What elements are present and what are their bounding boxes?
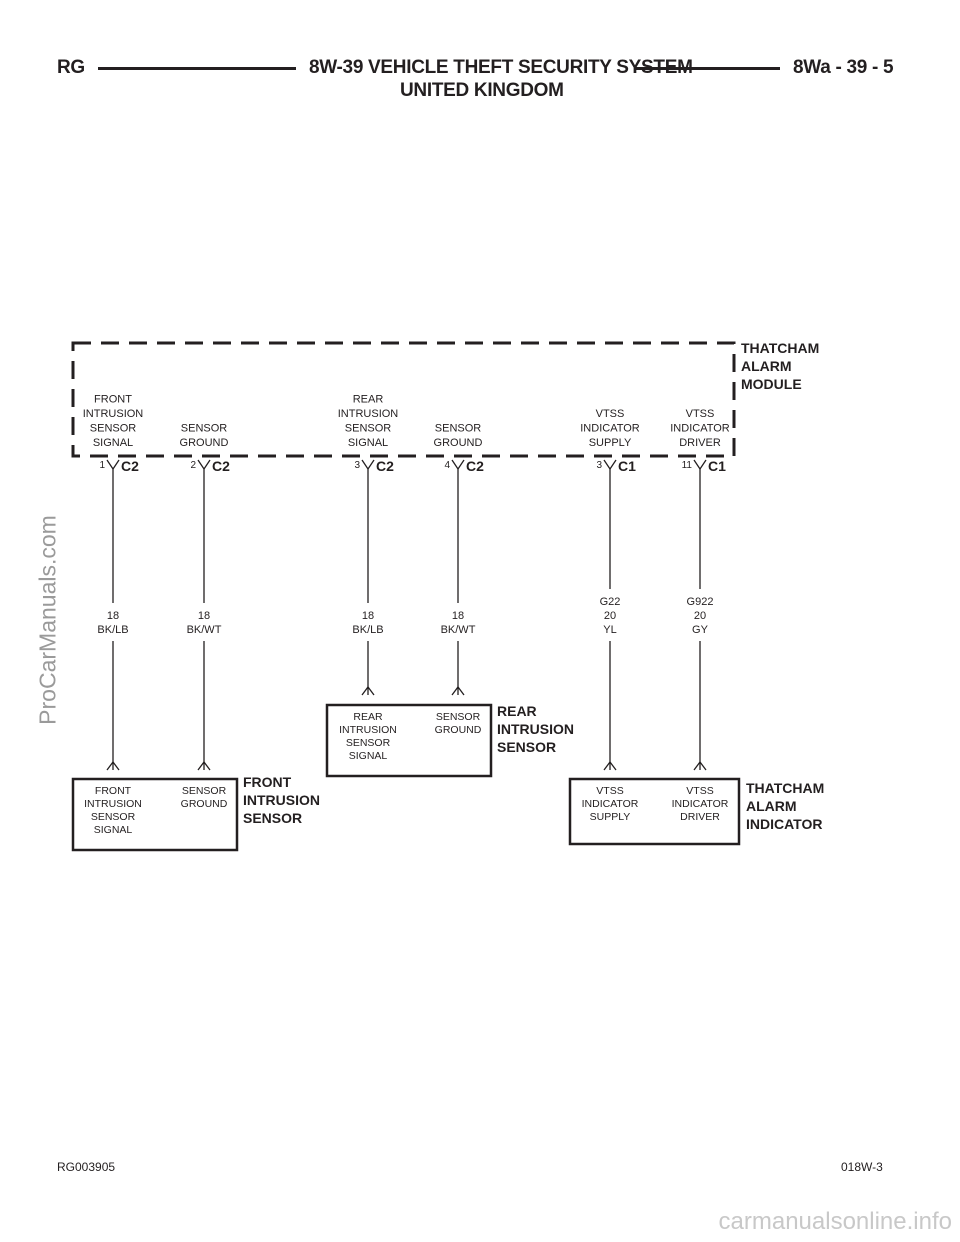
pin-number: 4: [444, 460, 450, 471]
connector-id: C1: [708, 458, 726, 474]
header-subtitle: UNITED KINGDOM: [400, 80, 564, 101]
header-page-number: 8Wa - 39 - 5: [793, 57, 894, 78]
connector-fork: [693, 459, 707, 471]
header-rule-right: [634, 67, 780, 70]
connector-id: C1: [618, 458, 636, 474]
connector-fork: [603, 459, 617, 471]
pin-number: 3: [596, 460, 602, 471]
connector-id: C2: [212, 458, 230, 474]
pin-number: 1: [99, 460, 105, 471]
component-box: [568, 777, 741, 846]
connector-fork: [197, 760, 211, 771]
connector-fork: [106, 459, 120, 471]
connector-fork: [451, 459, 465, 471]
connector-id: C2: [466, 458, 484, 474]
connector-fork: [603, 760, 617, 771]
connector-fork: [451, 685, 465, 696]
connector-fork: [197, 459, 211, 471]
header-left-code: RG: [57, 57, 85, 78]
module-dashed-outline: [71, 341, 736, 458]
connector-fork: [361, 459, 375, 471]
component-box: [71, 777, 239, 852]
header-title: 8W-39 VEHICLE THEFT SECURITY SYSTEM: [309, 57, 693, 78]
figure-id: RG003905: [57, 1160, 116, 1174]
pin-number: 2: [190, 460, 196, 471]
component-box: [325, 703, 493, 778]
pin-number: 11: [682, 460, 693, 471]
side-watermark: ProCarManuals.com: [34, 515, 61, 725]
connector-id: C2: [121, 458, 139, 474]
figure-code: 018W-3: [841, 1160, 883, 1174]
bottom-watermark: carmanualsonline.info: [718, 1208, 952, 1235]
pin-number: 3: [354, 460, 360, 471]
connector-fork: [693, 760, 707, 771]
connector-fork: [361, 685, 375, 696]
header-rule-left: [98, 67, 296, 70]
connector-fork: [106, 760, 120, 771]
connector-id: C2: [376, 458, 394, 474]
